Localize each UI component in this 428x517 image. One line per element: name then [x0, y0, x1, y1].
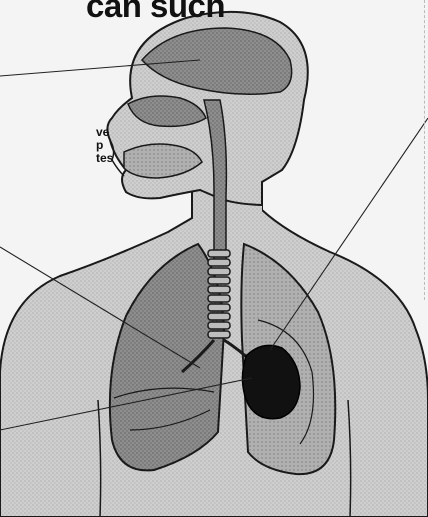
- caption-line-3: tes: [96, 152, 113, 165]
- figure-heading: can such: [86, 0, 225, 25]
- frame-edge: [423, 0, 425, 300]
- figure-caption: ve p tes: [96, 126, 113, 165]
